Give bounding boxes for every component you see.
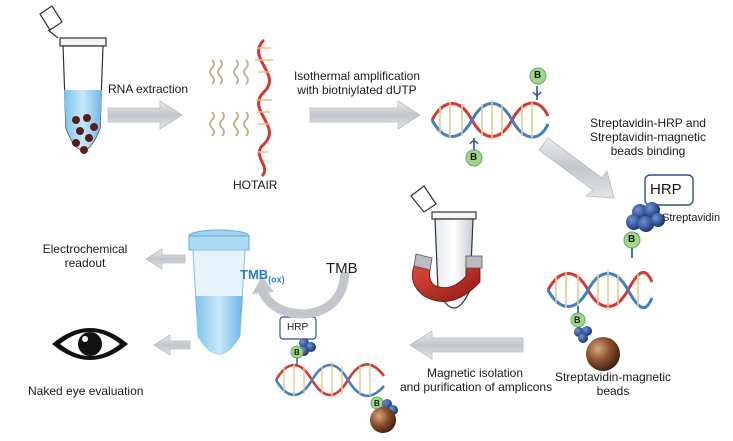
arrow-amplicon-to-binding [538, 137, 615, 199]
label-hotair: HOTAIR [233, 178, 278, 192]
label-electrochemical-readout: Electrochemical readout [30, 242, 140, 270]
biotinylated-amplicon [430, 67, 550, 167]
label-hrp: HRP [650, 181, 682, 198]
label-tmb-ox-main: TMB [240, 267, 269, 282]
magnetic-bead [586, 337, 620, 371]
hotair-rna-helix [255, 38, 273, 178]
arrow-to-electrochemical [145, 248, 186, 270]
bound-amplicon [546, 231, 654, 343]
label-isothermal-amplification: Isothermal amplification with biotniylat… [282, 69, 432, 97]
label-magnetic-line2: and purification of amplicons [400, 380, 553, 394]
biotin-label-complex-bottom: B [574, 315, 581, 325]
label-electrochemical-line2: readout [64, 256, 106, 270]
label-beads-line2: beads [596, 384, 630, 398]
hrp-box [644, 174, 694, 206]
label-naked-eye: Naked eye evaluation [28, 384, 144, 398]
detection-tube [188, 229, 250, 355]
arrow-binding-to-isolation [409, 330, 524, 360]
streptavidin-cluster [626, 202, 665, 232]
biotin-label-detect-top: B [294, 348, 300, 357]
label-streptavidin-binding: Streptavidin-HRP and Streptavidin-magnet… [578, 116, 718, 158]
arrow-extraction-to-rna [107, 100, 183, 130]
label-isothermal-line2: with biotniylated dUTP [297, 83, 417, 97]
label-magnetic-line1: Magnetic isolation [426, 366, 524, 380]
biotin-label-bottom: B [470, 152, 478, 163]
label-streptavidin-magnetic-beads: Streptavidin-magnetic beads [538, 370, 688, 398]
label-beads-line1: Streptavidin-magnetic [554, 370, 672, 384]
label-rna-extraction: RNA extraction [108, 82, 189, 96]
biotin-label-top: B [534, 70, 542, 81]
biotin-label-detect-bottom: B [374, 399, 380, 408]
label-binding-line2: Streptavidin-magnetic [589, 130, 707, 144]
label-hrp-small: HRP [287, 322, 309, 333]
label-magnetic-isolation: Magnetic isolation and purification of a… [400, 366, 553, 394]
label-binding-line3: beads binding [610, 144, 686, 158]
label-binding-line1: Streptavidin-HRP and [590, 116, 706, 130]
tmb-cycle-arrow [252, 271, 350, 319]
detection-complex [274, 338, 398, 433]
label-tmb-ox-sub: (ox) [268, 274, 285, 285]
arrow-rna-to-amplification [309, 100, 421, 130]
label-isothermal-line1: Isothermal amplification [293, 69, 421, 83]
sample-tube [39, 5, 107, 154]
arrow-to-eye [153, 334, 191, 356]
label-streptavidin: Streptavidin [662, 212, 721, 224]
rna-strands [209, 59, 249, 137]
label-tmb-ox: TMB(ox) [240, 268, 285, 287]
label-electrochemical-line1: Electrochemical [42, 242, 128, 256]
eye-icon [52, 328, 128, 360]
label-tmb: TMB [326, 260, 358, 277]
biotin-label-complex-top: B [628, 234, 636, 245]
horseshoe-magnet [411, 253, 483, 302]
